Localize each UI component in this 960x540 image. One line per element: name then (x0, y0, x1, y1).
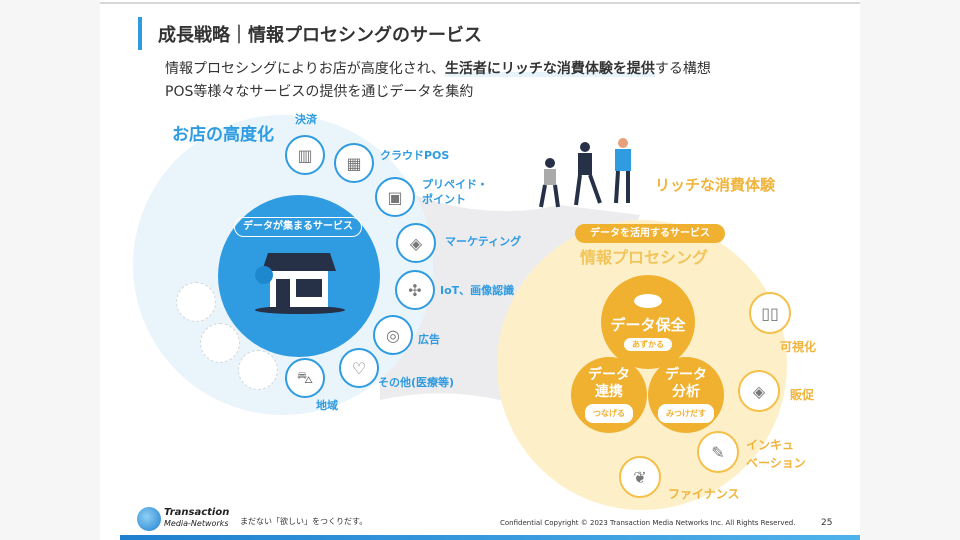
network-icon: ✣ (395, 270, 435, 310)
placeholder-circle (238, 350, 278, 390)
data-collect-pill: データが集まるサービス (234, 217, 362, 237)
copyright: Confidential Copyright © 2023 Transactio… (500, 519, 796, 527)
people-illustration-icon (539, 138, 631, 208)
payment-terminal-icon: ▥ (285, 135, 325, 175)
item-label: IoT、画像認識 (440, 284, 515, 297)
bar-chart-icon: ▯▯ (749, 292, 791, 334)
item-label: 地域 (316, 399, 338, 412)
item-label: プリペイド・ (422, 178, 488, 191)
core-sub: みつけだす (658, 404, 714, 423)
item-label: 決済 (295, 113, 317, 126)
core-title: 連携 (595, 384, 623, 400)
pencil-icon: ✎ (697, 431, 739, 473)
data-storage-circle: データ保全 あずかる (601, 275, 695, 369)
heart-hand-icon: ♡ (339, 348, 379, 388)
id-card-icon: ▣ (375, 177, 415, 217)
store-icon (255, 253, 345, 314)
data-link-circle: データ 連携 つなげる (571, 357, 647, 433)
bottom-bar (120, 535, 860, 540)
item-label: インキュ (746, 438, 795, 452)
data-use-pill: データを活用するサービス (575, 224, 725, 243)
page-number: 25 (821, 518, 833, 528)
title-accent-bar (138, 17, 142, 50)
logo-globe-icon (137, 507, 161, 531)
placeholder-circle (200, 323, 240, 363)
subtitle-text: する構想 (654, 61, 711, 77)
core-sub: つなげる (585, 404, 633, 423)
item-label: 販促 (790, 388, 815, 402)
core-title: データ保全 (610, 315, 686, 334)
item-label: ベーション (746, 456, 806, 470)
item-label: ファイナンス (668, 487, 740, 501)
top-divider (100, 2, 860, 4)
tag-icon: ◈ (738, 370, 780, 412)
page-title: 成長戦略｜情報プロセシングのサービス (158, 25, 482, 46)
core-sub: あずかる (624, 337, 672, 351)
core-title: データ (665, 367, 707, 383)
left-heading: お店の高度化 (172, 125, 274, 145)
wing-icon: ❦ (619, 456, 661, 498)
core-title: データ (588, 367, 630, 383)
processing-title: 情報プロセシング (580, 248, 709, 267)
item-label: その他(医療等) (378, 376, 455, 389)
subtitle-emphasis: 生活者にリッチな消費体験を提供 (444, 61, 655, 77)
item-label: 広告 (418, 333, 440, 346)
car-icon: ⛍ (285, 358, 325, 398)
placeholder-circle (176, 282, 216, 322)
right-heading: リッチな消費体験 (655, 176, 776, 194)
item-label: ポイント (422, 193, 466, 206)
item-label: マーケティング (445, 235, 522, 248)
audience-search-icon: ◎ (373, 315, 413, 355)
tagline: まだない「欲しい」をつくりだす。 (240, 517, 368, 526)
subtitle-line-2: POS等様々なサービスの提供を通じデータを集約 (165, 84, 474, 100)
subtitle-line-1: 情報プロセシングによりお店が高度化され、生活者にリッチな消費体験を提供する構想 (165, 58, 711, 78)
cash-register-icon: ▦ (334, 143, 374, 183)
data-analysis-circle: データ 分析 みつけだす (648, 357, 724, 433)
item-label: クラウドPOS (380, 149, 450, 162)
tag-icon: ◈ (396, 223, 436, 263)
subtitle-text: 情報プロセシングによりお店が高度化され、 (165, 61, 445, 77)
item-label: 可視化 (780, 340, 817, 354)
database-icon (634, 293, 662, 308)
core-title: 分析 (672, 384, 700, 400)
